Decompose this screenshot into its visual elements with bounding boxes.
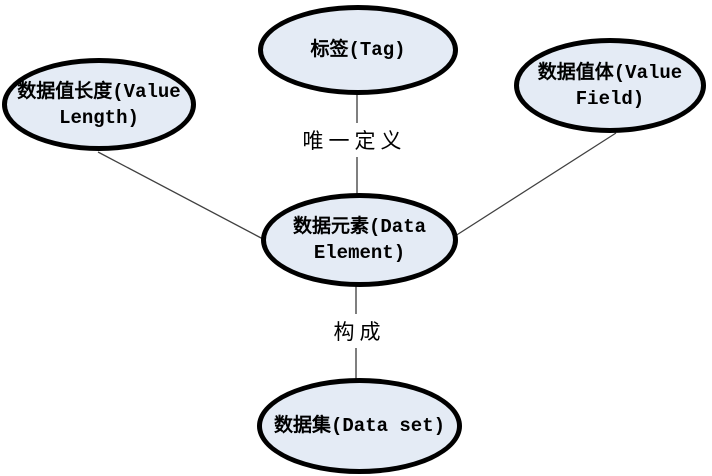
node-data-set-label: 数据集(Data set) [274,413,445,439]
edge-value-field-data-element-line [451,132,617,239]
node-value-field-line2: Field) [575,87,645,110]
node-data-set-text: 数据集(Data set) [273,415,446,437]
node-data-element-line1: 数据元素(Data [292,216,426,238]
edge-label-composition: 构成 [328,314,386,348]
node-value-length-label: 数据值长度(Value Length) [17,79,180,131]
node-data-element: 数据元素(Data Element) [261,193,458,287]
node-value-length-line1: 数据值长度(Value [17,80,181,103]
node-value-field-label: 数据值体(Value Field) [538,60,682,112]
node-tag-text: 标签(Tag) [310,39,406,61]
node-value-length-line2: Length) [59,106,139,129]
node-tag-label: 标签(Tag) [310,37,405,63]
node-data-element-line2: Element) [313,242,406,264]
edge-label-unique-definition: 唯一定义 [297,123,407,157]
node-value-field: 数据值体(Value Field) [514,38,706,133]
node-data-element-label: 数据元素(Data Element) [293,214,426,266]
node-value-length: 数据值长度(Value Length) [2,58,196,151]
node-value-field-line1: 数据值体(Value [537,61,683,84]
node-tag: 标签(Tag) [258,5,458,95]
node-data-set: 数据集(Data set) [257,378,462,474]
edge-value-length-data-element-line [97,151,264,240]
